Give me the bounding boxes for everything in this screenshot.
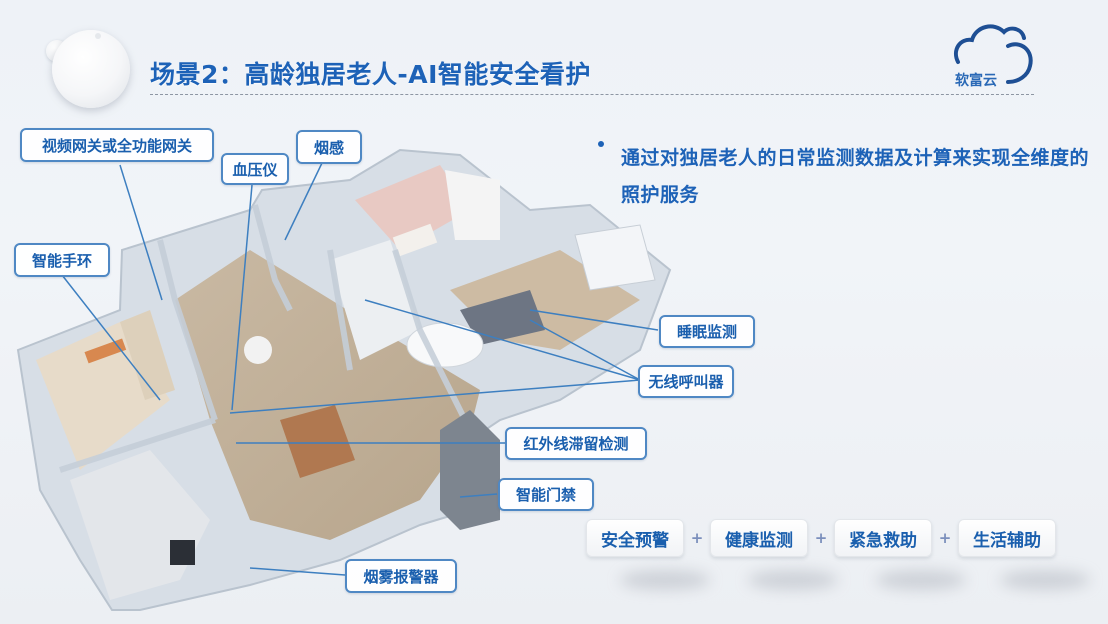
- chip-health-monitoring: 健康监测: [710, 519, 808, 557]
- chip-shadow: [1000, 570, 1090, 590]
- leader-lines: [61, 162, 659, 576]
- callout-sleep-monitor: 睡眠监测: [659, 315, 755, 348]
- dining-table: [280, 405, 355, 478]
- plus-separator: +: [938, 529, 952, 547]
- chip-safety-warning: 安全预警: [586, 519, 684, 557]
- feature-chips: 安全预警 + 健康监测 + 紧急救助 + 生活辅助: [586, 519, 1056, 557]
- living-room-floor: [175, 250, 480, 540]
- decorative-dot: [95, 33, 101, 39]
- bullet-dot: [598, 141, 604, 147]
- callout-smart-door: 智能门禁: [498, 478, 594, 511]
- page-title: 场景2：高龄独居老人-AI智能安全看护: [150, 60, 591, 89]
- callout-gateway: 视频网关或全功能网关: [20, 128, 214, 162]
- logo-text: 软富云: [955, 73, 997, 89]
- chip-shadow: [620, 570, 710, 590]
- callout-blood-pressure: 血压仪: [221, 153, 289, 185]
- callout-infrared-stay: 红外线滞留检测: [505, 427, 647, 460]
- chip-life-assistance: 生活辅助: [958, 519, 1056, 557]
- callout-smart-band: 智能手环: [14, 243, 110, 277]
- title-divider: [150, 94, 1034, 95]
- callout-smoke-alarm: 烟雾报警器: [345, 559, 457, 593]
- cloud-icon: [953, 24, 1033, 84]
- top-bedroom: [355, 165, 470, 250]
- chip-emergency-rescue: 紧急救助: [834, 519, 932, 557]
- callout-smoke-sensor: 烟感: [296, 130, 362, 164]
- entry-door: [440, 410, 500, 530]
- chip-shadow: [748, 570, 838, 590]
- bathroom: [330, 240, 420, 360]
- decorative-bubble: [52, 30, 130, 108]
- plus-separator: +: [690, 529, 704, 547]
- callout-wireless-caller: 无线呼叫器: [638, 365, 734, 398]
- chip-shadow: [876, 570, 966, 590]
- description-text: 通过对独居老人的日常监测数据及计算来实现全维度的照护服务: [621, 147, 1090, 206]
- plus-separator: +: [814, 529, 828, 547]
